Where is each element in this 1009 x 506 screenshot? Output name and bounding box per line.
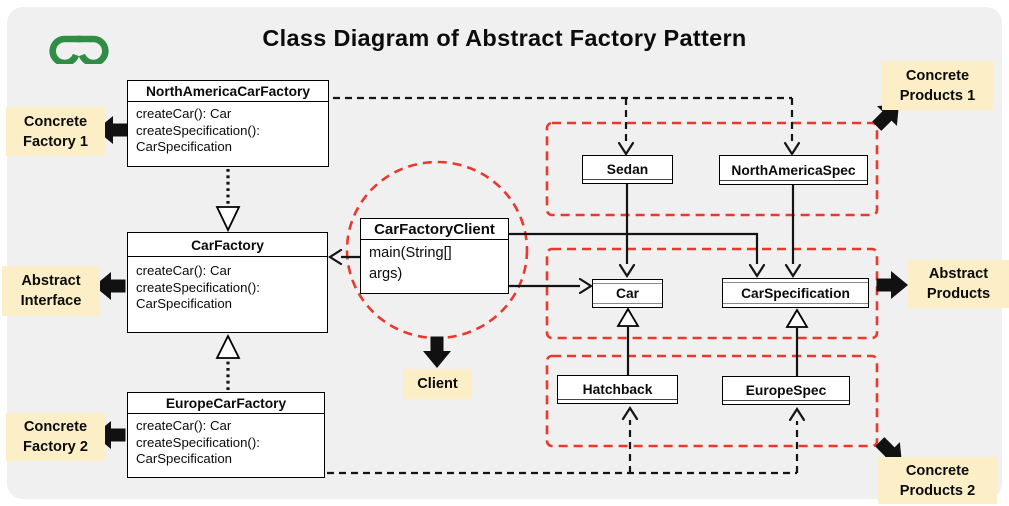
triangle-into-car-bottom (616, 307, 640, 327)
class-body: createCar(): Car createSpecification(): … (136, 418, 260, 467)
class-body: main(String[] args) (369, 245, 452, 282)
arrowhead-left-carfactory (327, 248, 343, 266)
label-client: Client (403, 369, 472, 399)
class-title: CarSpecification (741, 285, 850, 301)
class-title: CarFactory (128, 233, 327, 257)
concrete-products-2-group-box (545, 354, 879, 448)
label-concrete-factory-2: Concrete Factory 2 (6, 413, 105, 461)
page-title: Class Diagram of Abstract Factory Patter… (262, 25, 747, 51)
label-abstract-products: Abstract Products (908, 260, 1009, 308)
class-north-america-spec: NorthAmericaSpec (719, 155, 868, 185)
arrowhead-down-car (618, 263, 636, 279)
label-abstract-interface: Abstract Interface (2, 266, 100, 316)
class-europe-car-factory: EuropeCarFactory createCar(): Car create… (127, 392, 325, 478)
abstract-products-group-box (545, 247, 879, 340)
arrowhead-down-sedan (617, 141, 635, 157)
class-title: NorthAmericaSpec (731, 162, 856, 178)
class-europe-spec: EuropeSpec (722, 376, 850, 405)
edge-client-carspec (509, 232, 759, 264)
class-car: Car (592, 279, 663, 308)
arrowhead-up-europespec (788, 406, 806, 422)
class-title: CarFactoryClient (361, 219, 508, 240)
class-title: Sedan (606, 162, 649, 177)
class-title: Hatchback (582, 382, 653, 397)
class-north-america-car-factory: NorthAmericaCarFactory createCar(): Car … (127, 80, 329, 167)
class-car-specification: CarSpecification (722, 278, 869, 308)
label-concrete-products-1: Concrete Products 1 (882, 61, 993, 110)
arrowhead-down-naspec (783, 141, 801, 157)
class-title: NorthAmericaCarFactory (128, 81, 328, 102)
class-car-factory: CarFactory createCar(): Car createSpecif… (127, 232, 328, 333)
label-concrete-factory-1: Concrete Factory 1 (6, 107, 105, 156)
class-title: EuropeCarFactory (128, 393, 324, 414)
geeksforgeeks-logo-icon (47, 28, 111, 67)
triangle-into-carfactory-bottom (215, 333, 241, 359)
label-concrete-products-2: Concrete Products 2 (878, 457, 997, 504)
triangle-into-carfactory-top (215, 206, 241, 233)
class-car-factory-client: CarFactoryClient main(String[] args) (360, 218, 509, 294)
abstract-products-arrow-icon (876, 271, 908, 299)
arrowhead-down-carspec-from-naspec (784, 263, 802, 279)
class-hatchback: Hatchback (557, 375, 678, 404)
class-title: Car (615, 286, 639, 301)
client-arrow-icon (423, 336, 451, 368)
class-body: createCar(): Car createSpecification(): … (136, 263, 260, 312)
class-body: createCar(): Car createSpecification(): … (136, 106, 260, 155)
class-title: EuropeSpec (745, 383, 827, 398)
arrowhead-right-car (578, 277, 594, 295)
triangle-into-carspec-bottom (785, 308, 809, 328)
arrowhead-down-carspec-from-client (748, 263, 766, 279)
concrete-products-1-group-box (545, 121, 879, 217)
arrowhead-up-hatchback (621, 405, 639, 421)
class-sedan: Sedan (582, 155, 673, 184)
